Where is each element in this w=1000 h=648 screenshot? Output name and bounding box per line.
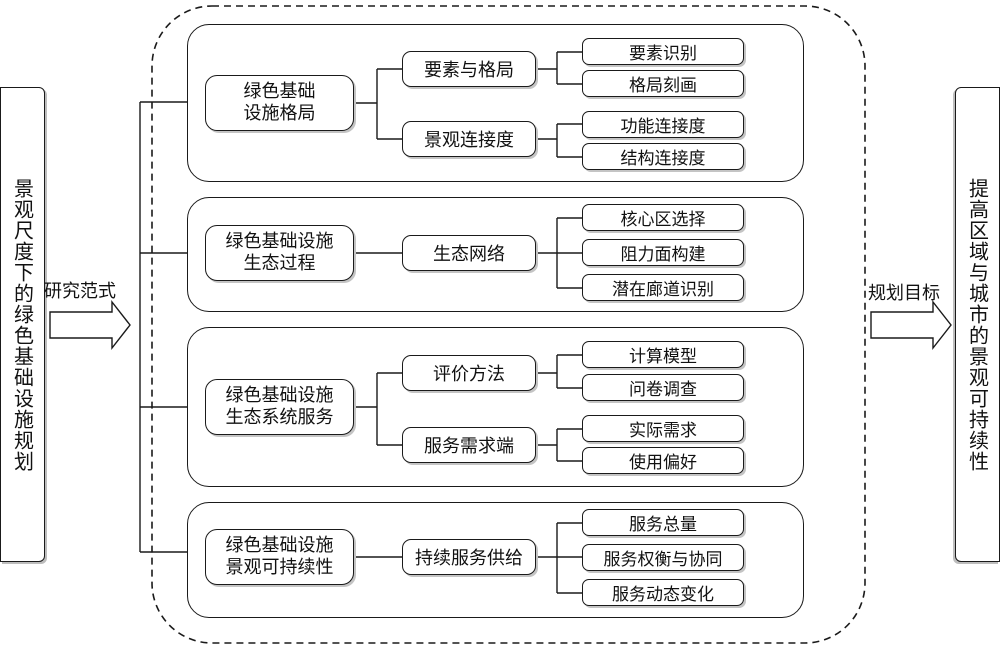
- left-arrow: [49, 299, 131, 351]
- section-3-leaf-3: 实际需求: [582, 415, 744, 442]
- right-panel-text: 提高区域与城市的景观可持续性: [965, 177, 990, 472]
- section-1-container: [187, 24, 804, 182]
- section-1-title: 绿色基础 设施格局: [205, 75, 354, 131]
- section-2-leaf-2: 阻力面构建: [582, 239, 744, 266]
- section-3-container: [187, 327, 804, 487]
- right-arrow: [870, 299, 952, 351]
- section-2-title: 绿色基础设施 生态过程: [205, 225, 354, 281]
- section-bracket: [139, 101, 187, 553]
- section-4-branch-1: 持续服务供给: [402, 539, 536, 575]
- section-3-branch-2: 服务需求端: [402, 427, 536, 463]
- section-1-leaf-3: 功能连接度: [582, 111, 744, 138]
- section-1-branch-1: 要素与格局: [402, 51, 536, 87]
- section-4-leaf-3: 服务动态变化: [582, 579, 744, 606]
- left-panel-text: 景观尺度下的绿色基础设施规划: [10, 177, 35, 472]
- left-panel: 景观尺度下的绿色基础设施规划: [0, 87, 45, 562]
- section-1-connectors: [354, 51, 582, 158]
- section-3-leaf-1: 计算模型: [582, 341, 744, 368]
- section-3-connectors: [354, 354, 582, 462]
- section-1-leaf-1: 要素识别: [582, 38, 744, 65]
- right-arrow-label: 规划目标: [868, 283, 940, 304]
- section-3-branch-1: 评价方法: [402, 355, 536, 391]
- section-4-container: [187, 502, 804, 618]
- left-arrow-label: 研究范式: [44, 281, 116, 302]
- section-2-leaf-1: 核心区选择: [582, 204, 744, 231]
- section-3-title: 绿色基础设施 生态系统服务: [205, 379, 354, 435]
- section-2-branch-1: 生态网络: [402, 235, 536, 271]
- section-1-leaf-2: 格局刻画: [582, 70, 744, 97]
- section-4-leaf-2: 服务权衡与协同: [582, 544, 744, 571]
- section-3-leaf-4: 使用偏好: [582, 447, 744, 474]
- section-3-leaf-2: 问卷调查: [582, 374, 744, 401]
- section-1-leaf-4: 结构连接度: [582, 143, 744, 170]
- section-2-container: [187, 197, 804, 312]
- section-4-leaf-1: 服务总量: [582, 509, 744, 536]
- section-4-connectors: [354, 522, 582, 594]
- section-2-leaf-3: 潜在廊道识别: [582, 274, 744, 301]
- section-1-branch-2: 景观连接度: [402, 121, 536, 157]
- section-4-title: 绿色基础设施 景观可持续性: [205, 529, 354, 585]
- section-2-connectors: [354, 217, 582, 289]
- right-panel: 提高区域与城市的景观可持续性: [955, 87, 1000, 562]
